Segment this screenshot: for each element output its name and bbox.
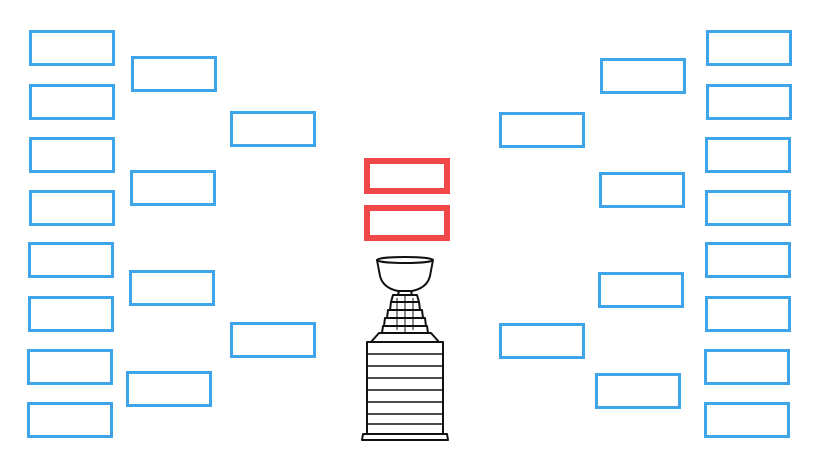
left-round1-slot-2[interactable] [29,84,115,120]
right-round1-slot-2[interactable] [706,84,792,120]
right-round1-slot-8[interactable] [704,402,790,438]
right-round2-slot-4[interactable] [595,373,681,409]
stanley-cup-icon [361,256,449,441]
right-semifinal-slot-1[interactable] [499,112,585,148]
left-round2-slot-3[interactable] [129,270,215,306]
left-round1-slot-8[interactable] [27,402,113,438]
right-round1-slot-1[interactable] [706,30,792,66]
left-round1-slot-6[interactable] [28,296,114,332]
left-round1-slot-5[interactable] [28,242,114,278]
right-round1-slot-7[interactable] [704,349,790,385]
left-semifinal-slot-1[interactable] [230,111,316,147]
right-round1-slot-5[interactable] [705,242,791,278]
left-round2-slot-2[interactable] [130,170,216,206]
right-semifinal-slot-2[interactable] [499,323,585,359]
left-semifinal-slot-2[interactable] [230,322,316,358]
left-round1-slot-1[interactable] [29,30,115,66]
right-round2-slot-1[interactable] [600,58,686,94]
left-round1-slot-7[interactable] [27,349,113,385]
final-slot-1[interactable] [364,158,450,194]
left-round2-slot-4[interactable] [126,371,212,407]
left-round1-slot-4[interactable] [29,190,115,226]
final-slot-2[interactable] [364,205,450,241]
right-round2-slot-3[interactable] [598,272,684,308]
left-round1-slot-3[interactable] [29,137,115,173]
right-round2-slot-2[interactable] [599,172,685,208]
right-round1-slot-4[interactable] [705,190,791,226]
right-round1-slot-6[interactable] [705,296,791,332]
right-round1-slot-3[interactable] [705,137,791,173]
left-round2-slot-1[interactable] [131,56,217,92]
